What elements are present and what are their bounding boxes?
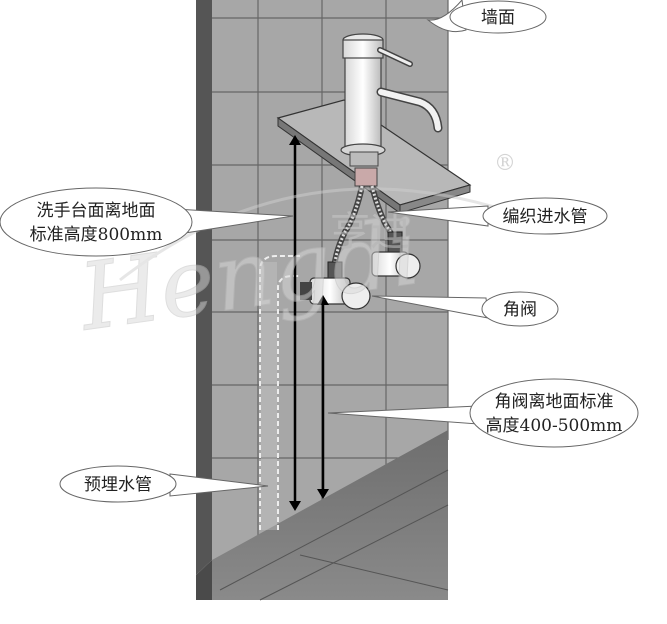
label-valve-height-line2: 高度400-500mm	[486, 416, 623, 436]
callout-embedded-pipe: 预埋水管	[59, 465, 269, 503]
label-valve-height-line1: 角阀离地面标准	[495, 392, 614, 412]
label-embedded-pipe: 预埋水管	[84, 475, 152, 495]
watermark-chinese: 亨迪	[330, 209, 410, 255]
callout-basin-height: 洗手台面离地面 标准高度800mm	[0, 187, 294, 257]
embedded-pipe	[259, 255, 300, 530]
label-wall: 墙面	[481, 8, 515, 28]
faucet	[340, 33, 443, 187]
callout-braided-hose: 编织进水管	[387, 197, 608, 235]
callout-angle-valve: 角阀	[371, 291, 559, 327]
label-braided-hose: 编织进水管	[503, 207, 588, 227]
label-basin-height-line1: 洗手台面离地面	[37, 201, 156, 221]
registered-mark: ®	[494, 151, 516, 176]
label-angle-valve: 角阀	[503, 300, 537, 320]
callout-wall: 墙面	[426, 0, 547, 34]
callout-valve-height: 角阀离地面标准 高度400-500mm	[327, 378, 639, 448]
floor	[196, 430, 449, 601]
label-basin-height-line2: 标准高度800mm	[30, 225, 163, 245]
angle-valve-right	[371, 231, 421, 279]
